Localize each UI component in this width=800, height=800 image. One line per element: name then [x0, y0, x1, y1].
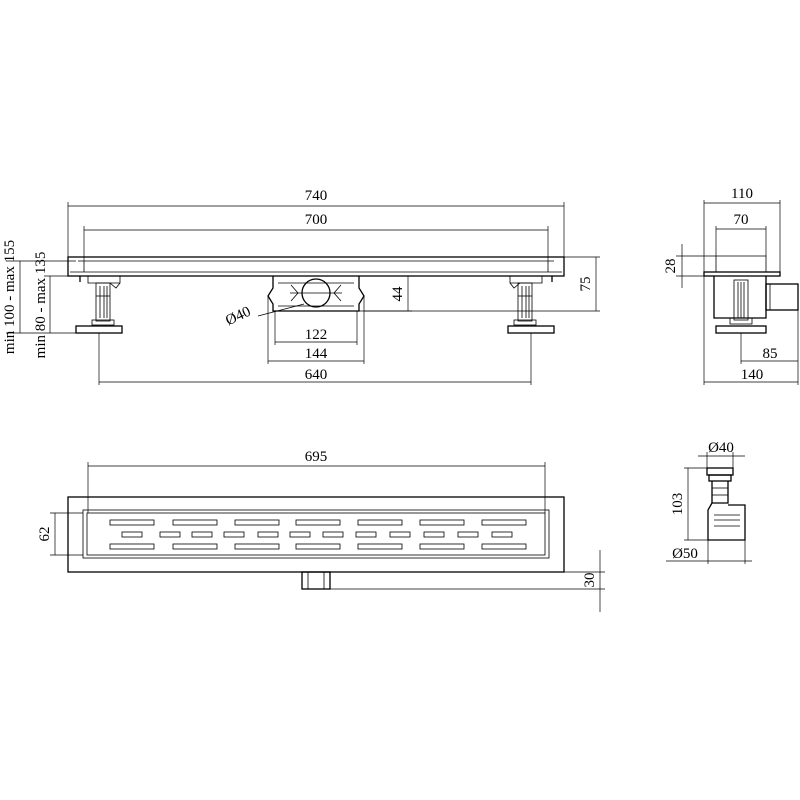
dim-outlet-diameter: Ø40	[223, 303, 305, 329]
dim-label-30: 30	[582, 573, 598, 588]
dim-front-overall-length: 740	[67, 188, 565, 257]
dim-leg-range-inner: min 80 - max 135	[33, 252, 90, 359]
dim-label-28: 28	[663, 259, 679, 274]
trap-view: Ø40 103 Ø50	[666, 440, 752, 564]
dim-label-leg-inner: min 80 - max 135	[33, 252, 49, 359]
dim-label-144: 144	[305, 346, 328, 362]
dim-front-grate-length: 700	[83, 212, 549, 261]
dim-label-103: 103	[670, 493, 686, 516]
dim-side-outlet-offset: 85	[740, 310, 799, 364]
side-view: 110 70 28 85 140	[663, 186, 799, 385]
dim-top-width: 62	[37, 512, 83, 556]
right-leg	[507, 276, 555, 334]
dim-label-700: 700	[305, 212, 328, 228]
dim-label-695: 695	[305, 449, 328, 465]
dim-label-44: 44	[390, 286, 406, 302]
dim-front-foot-spacing: 640	[98, 333, 532, 385]
dim-top-grate-length: 695	[87, 449, 546, 513]
dim-trap-height: 103	[670, 467, 708, 541]
dim-label-85: 85	[763, 346, 778, 362]
left-leg	[75, 276, 123, 334]
dim-label-110: 110	[731, 186, 753, 202]
top-view: 695 62 30	[37, 449, 605, 612]
dim-label-leg-outer: min 100 - max 155	[2, 240, 18, 354]
dim-outlet-height: 44	[359, 275, 412, 312]
dim-label-122: 122	[305, 327, 328, 343]
dim-side-overall-width: 110	[703, 186, 781, 272]
dim-outlet-inner-width: 122	[274, 311, 358, 345]
dim-label-trap-d50: Ø50	[672, 546, 698, 562]
dim-label-62: 62	[37, 527, 53, 542]
dim-label-740: 740	[305, 188, 328, 204]
dim-trap-top-diameter: Ø40	[698, 440, 745, 468]
dim-label-trap-d40: Ø40	[708, 440, 734, 456]
dim-label-140: 140	[741, 367, 764, 383]
front-view: 740 700 122 144 640	[2, 188, 600, 385]
dim-top-outlet-projection: 30	[330, 550, 605, 612]
outlet-box	[267, 276, 365, 312]
dim-label-75: 75	[578, 277, 594, 292]
dim-total-height: 75	[364, 256, 600, 312]
dim-side-channel-width: 70	[715, 212, 767, 256]
dim-side-foot-width: 140	[703, 276, 799, 385]
dim-label-d40: Ø40	[223, 304, 253, 329]
dim-trap-bottom-diameter: Ø50	[666, 540, 752, 564]
dim-outlet-outer-width: 144	[267, 296, 365, 364]
dim-label-640: 640	[305, 367, 328, 383]
dim-side-channel-depth: 28	[663, 244, 716, 288]
dim-label-70: 70	[734, 212, 749, 228]
grate-slots	[109, 519, 527, 550]
dim-leg-range-outer: min 100 - max 155	[2, 240, 76, 354]
